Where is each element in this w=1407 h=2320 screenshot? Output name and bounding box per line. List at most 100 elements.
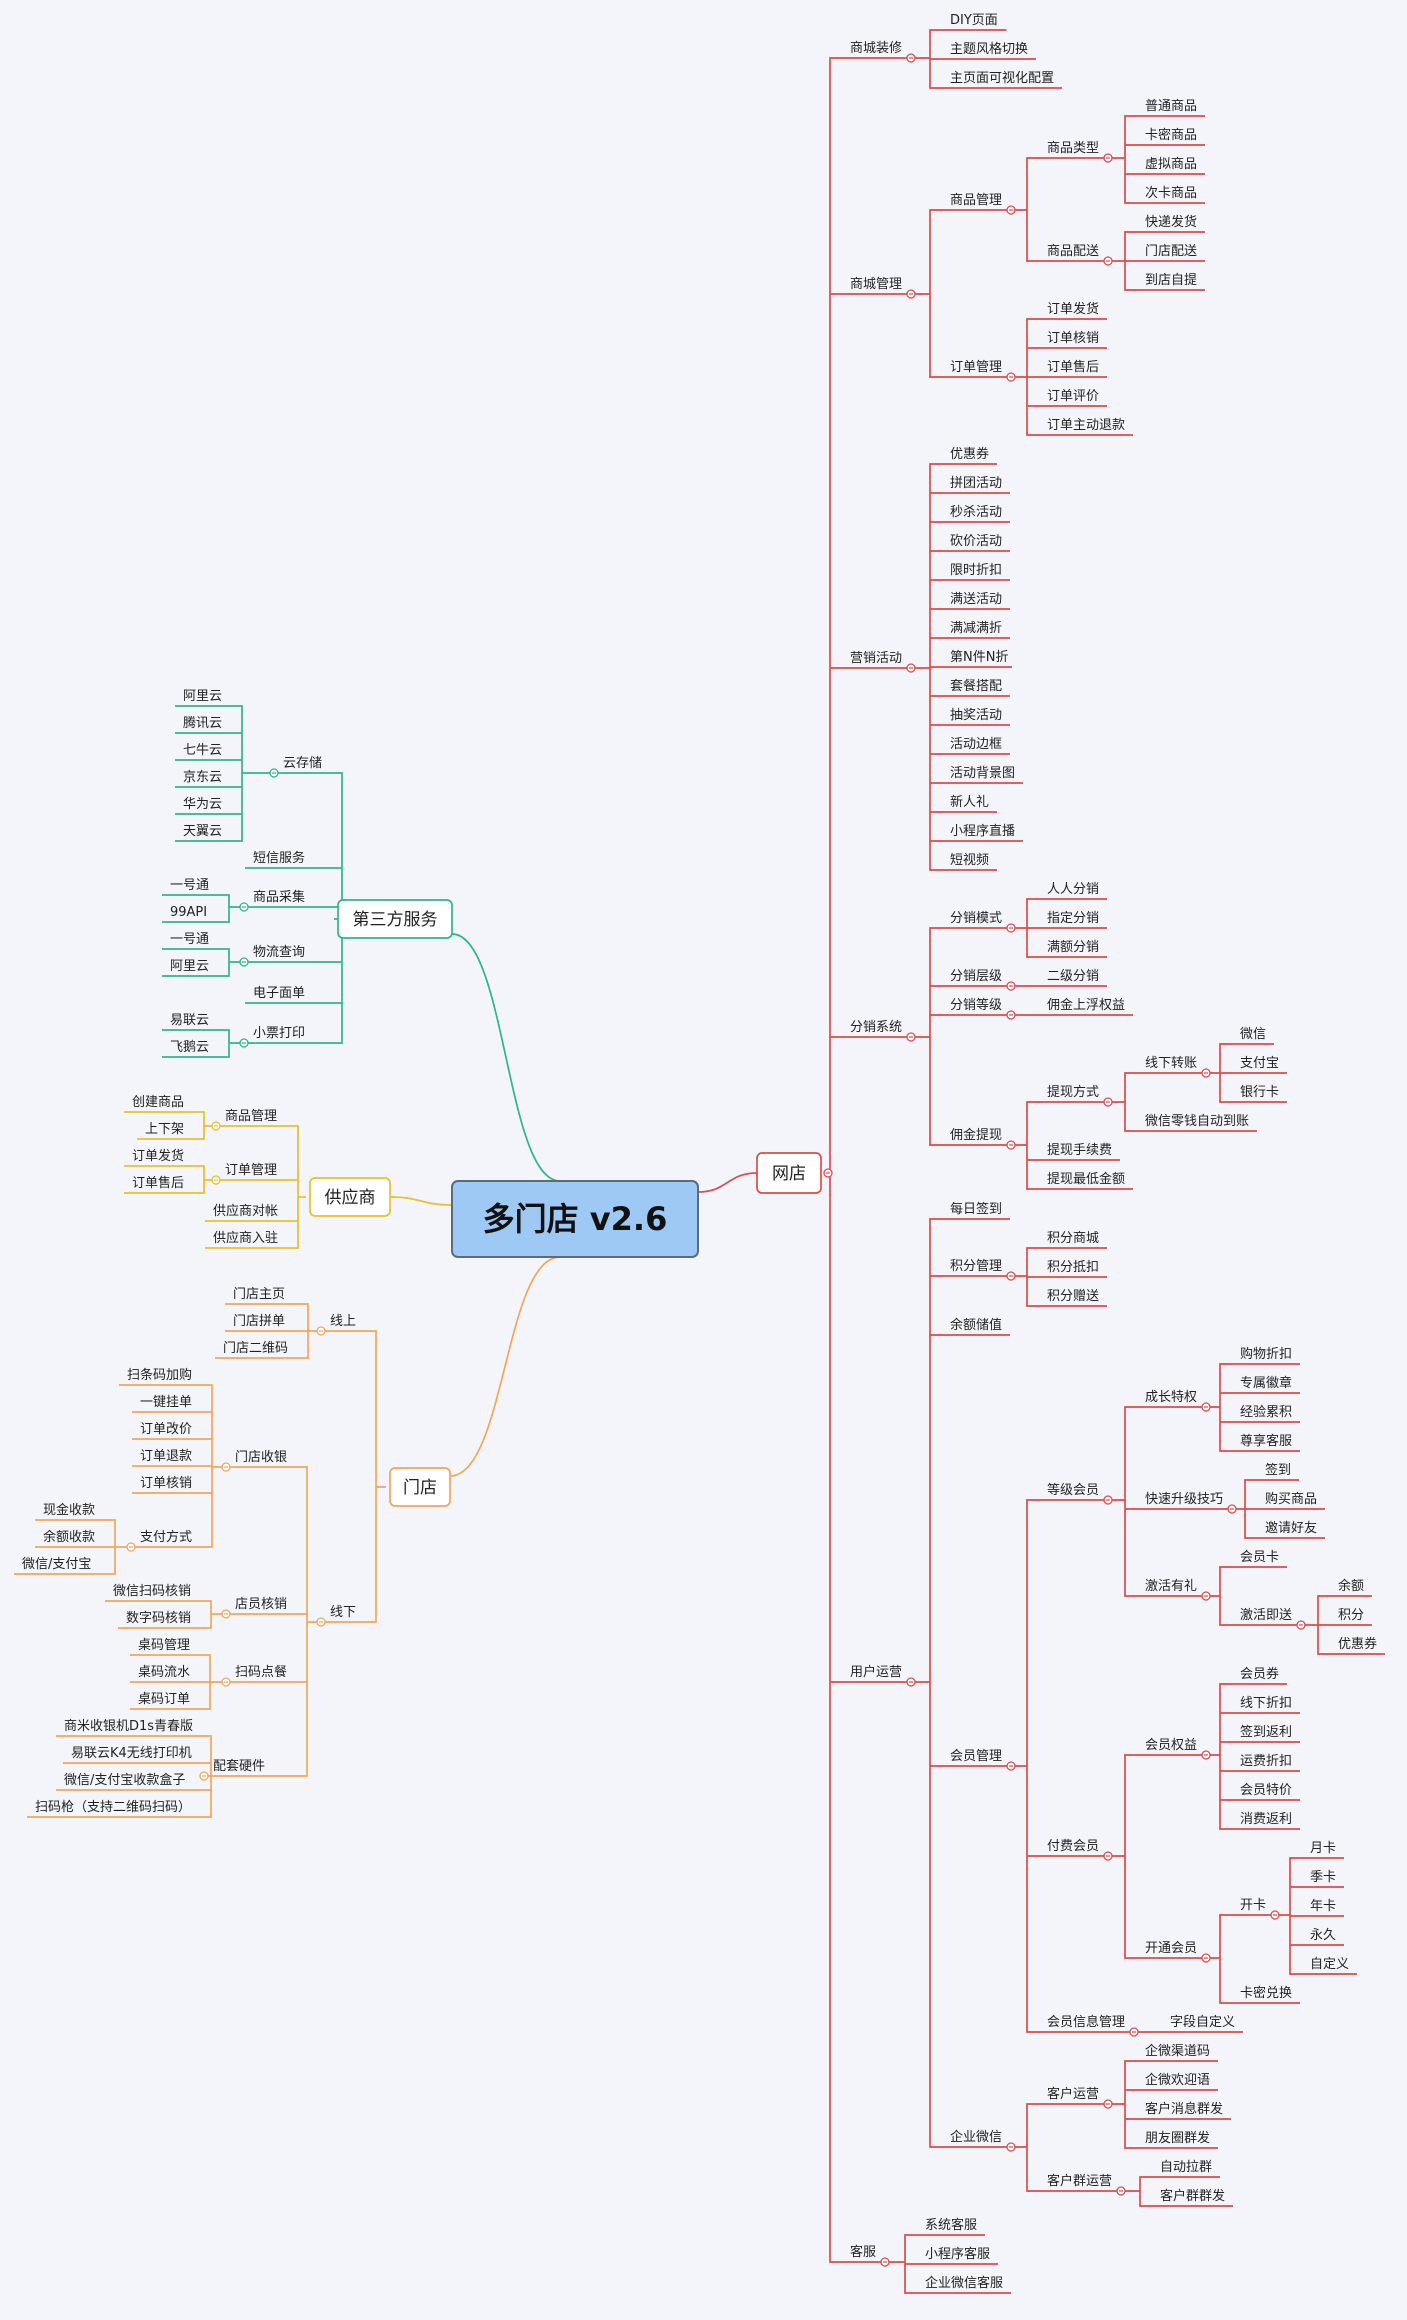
node[interactable]: 积分管理	[938, 1259, 1010, 1277]
node[interactable]: 微信/支付宝收款盒子	[56, 1772, 201, 1791]
node[interactable]: 商米收银机D1s青春版	[56, 1719, 203, 1737]
node[interactable]: 到店自提	[1133, 272, 1205, 291]
node[interactable]: 分销模式	[938, 911, 1010, 929]
node[interactable]: 朋友圈群发	[1133, 2130, 1218, 2149]
node[interactable]: 会员权益	[1133, 1737, 1205, 1756]
node[interactable]: 用户运营	[838, 1664, 910, 1683]
node[interactable]: 年卡	[1298, 1899, 1344, 1917]
node[interactable]: 次卡商品	[1133, 185, 1205, 204]
node[interactable]: 微信	[1228, 1027, 1274, 1045]
node[interactable]: 小程序直播	[938, 824, 1023, 842]
node[interactable]: 自动拉群	[1148, 2160, 1220, 2178]
node[interactable]: 分销等级	[938, 997, 1010, 1016]
node[interactable]: 开卡	[1228, 1898, 1274, 1916]
node[interactable]: 专属徽章	[1228, 1375, 1300, 1394]
node[interactable]: 门店收银	[227, 1450, 299, 1468]
node[interactable]: 客户群运营	[1035, 2173, 1120, 2192]
node[interactable]: 卡密兑换	[1228, 1985, 1300, 2004]
node[interactable]: 订单售后	[1035, 359, 1107, 378]
node[interactable]: 激活即送	[1228, 1608, 1300, 1626]
node[interactable]: 签到返利	[1228, 1724, 1300, 1743]
node[interactable]: 月卡	[1298, 1841, 1344, 1859]
node[interactable]: 门店二维码	[215, 1341, 300, 1359]
node[interactable]: 普通商品	[1133, 99, 1205, 117]
node[interactable]: 一号通	[162, 878, 221, 896]
node[interactable]: 订单评价	[1035, 389, 1107, 407]
node[interactable]: 客户群群发	[1148, 2188, 1233, 2207]
node[interactable]: 订单改价	[132, 1422, 204, 1440]
node[interactable]: 易联云	[162, 1013, 221, 1031]
node[interactable]: 华为云	[175, 797, 234, 815]
node[interactable]: 活动背景图	[938, 766, 1023, 784]
node[interactable]: 满送活动	[938, 592, 1010, 610]
node[interactable]: 拼团活动	[938, 476, 1010, 494]
node[interactable]: 订单核销	[1035, 331, 1107, 349]
node[interactable]: 指定分销	[1035, 911, 1107, 929]
node[interactable]: 卡密商品	[1133, 127, 1205, 146]
node[interactable]: 99API	[162, 905, 220, 923]
node[interactable]: 扫码点餐	[227, 1664, 299, 1683]
node[interactable]: 企微渠道码	[1133, 2043, 1218, 2062]
node[interactable]: DIY页面	[938, 13, 1007, 31]
node[interactable]: 桌码管理	[130, 1638, 202, 1656]
node[interactable]: 成长特权	[1133, 1389, 1205, 1408]
node[interactable]: 客户运营	[1035, 2086, 1107, 2105]
node[interactable]: 客户消息群发	[1133, 2101, 1231, 2120]
node[interactable]: 商品采集	[245, 889, 317, 908]
node[interactable]: 小票打印	[245, 1026, 317, 1044]
node[interactable]: 阿里云	[175, 689, 234, 707]
node[interactable]: 二级分销	[1035, 969, 1107, 987]
node[interactable]: 企业微信客服	[913, 2275, 1011, 2294]
node[interactable]: 配套硬件	[205, 1758, 277, 1777]
node[interactable]: 分销层级	[938, 969, 1010, 987]
node[interactable]: 飞鹅云	[162, 1039, 221, 1058]
node[interactable]: 永久	[1298, 1928, 1344, 1946]
node[interactable]: 一号通	[162, 932, 221, 950]
branch-online-store[interactable]: 网店	[756, 1152, 822, 1194]
node[interactable]: 提现最低金额	[1035, 1171, 1133, 1190]
node[interactable]: 会员信息管理	[1035, 2014, 1133, 2033]
node[interactable]: 快速升级技巧	[1133, 1492, 1231, 1510]
node[interactable]: 付费会员	[1035, 1839, 1107, 1857]
branch-supplier[interactable]: 供应商	[309, 1177, 391, 1217]
node[interactable]: 积分商城	[1035, 1231, 1107, 1249]
node[interactable]: 物流查询	[245, 945, 317, 963]
node[interactable]: 企业微信	[938, 2129, 1010, 2148]
node[interactable]: 消费返利	[1228, 1812, 1300, 1830]
node[interactable]: 线下折扣	[1228, 1696, 1300, 1714]
node[interactable]: 购物折扣	[1228, 1346, 1300, 1365]
node[interactable]: 电子面单	[245, 986, 317, 1004]
node[interactable]: 云存储	[275, 756, 334, 774]
node[interactable]: 佣金上浮权益	[1035, 997, 1133, 1016]
node[interactable]: 满额分销	[1035, 940, 1107, 958]
node[interactable]: 微信零钱自动到账	[1133, 1114, 1257, 1132]
node[interactable]: 签到	[1253, 1462, 1299, 1481]
node[interactable]: 企微欢迎语	[1133, 2072, 1218, 2091]
node[interactable]: 秒杀活动	[938, 505, 1010, 523]
node[interactable]: 尊享客服	[1228, 1433, 1300, 1452]
node[interactable]: 每日签到	[938, 1201, 1010, 1220]
node[interactable]: 一键挂单	[132, 1395, 204, 1413]
node[interactable]: 短视频	[938, 853, 997, 871]
node[interactable]: 积分	[1326, 1608, 1372, 1626]
node[interactable]: 砍价活动	[938, 534, 1010, 552]
node[interactable]: 套餐搭配	[938, 678, 1010, 697]
node[interactable]: 商品类型	[1035, 141, 1107, 159]
node[interactable]: 满减满折	[938, 621, 1010, 639]
node[interactable]: 第N件N折	[938, 650, 1012, 668]
node[interactable]: 系统客服	[913, 2217, 985, 2236]
node[interactable]: 新人礼	[938, 794, 997, 813]
node[interactable]: 等级会员	[1035, 1482, 1107, 1501]
node[interactable]: 余额储值	[938, 1317, 1010, 1336]
node[interactable]: 虚拟商品	[1133, 157, 1205, 175]
node[interactable]: 会员券	[1228, 1666, 1287, 1685]
node[interactable]: 订单售后	[124, 1175, 196, 1194]
node[interactable]: 订单退款	[132, 1449, 204, 1467]
node[interactable]: 线下	[322, 1605, 368, 1623]
node[interactable]: 分销系统	[838, 1020, 910, 1038]
node[interactable]: 会员卡	[1228, 1550, 1287, 1568]
node[interactable]: 商城装修	[838, 41, 910, 59]
node[interactable]: 主页面可视化配置	[938, 71, 1062, 89]
node[interactable]: 商品管理	[938, 193, 1010, 211]
node[interactable]: 运费折扣	[1228, 1754, 1300, 1772]
